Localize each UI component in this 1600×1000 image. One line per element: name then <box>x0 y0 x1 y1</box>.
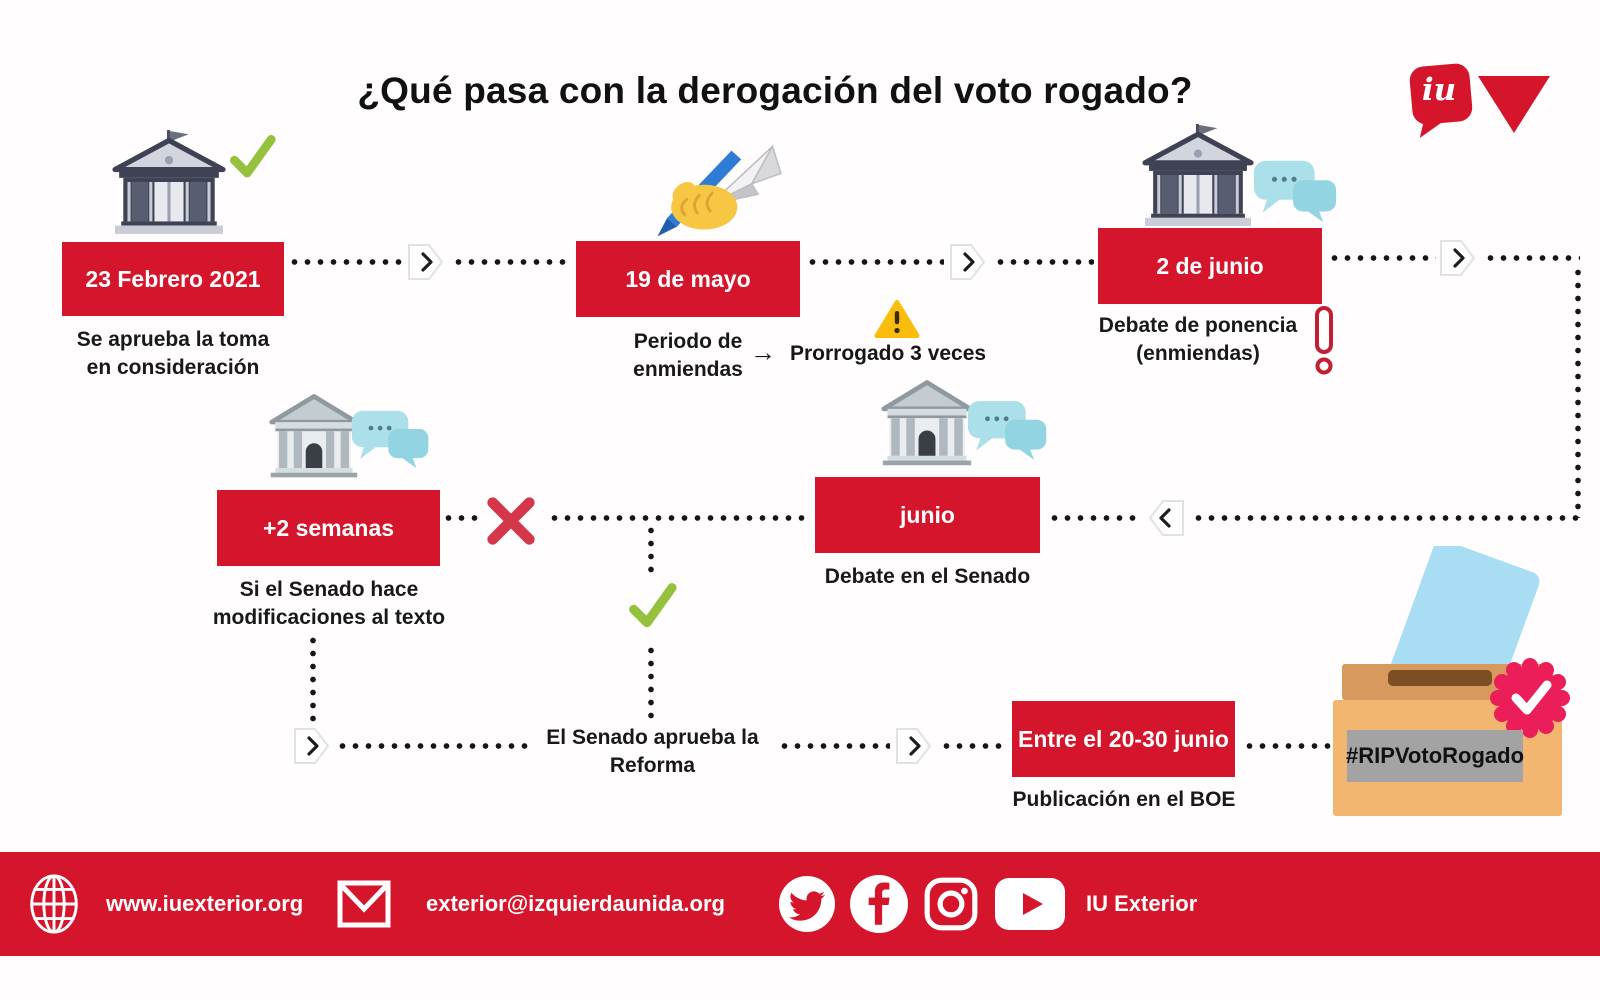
footer-bar: www.iuexterior.org exterior@izquierdauni… <box>0 852 1600 956</box>
website-link[interactable]: www.iuexterior.org <box>106 891 304 916</box>
arrow-right-marker <box>294 728 330 764</box>
youtube-icon[interactable] <box>994 877 1066 931</box>
ballot-hashtag-plate: #RIPVotoRogado <box>1346 730 1524 782</box>
parliament-building-icon <box>1142 124 1254 226</box>
social-account-label: IU Exterior <box>1086 891 1198 916</box>
dotted-connector <box>647 524 655 576</box>
caption-node6: Publicación en el BOE <box>1012 788 1236 811</box>
date-box-2-junio: 2 de junio <box>1098 228 1322 304</box>
arrow-right-marker <box>408 244 444 280</box>
email-icon <box>337 880 391 928</box>
check-icon <box>230 135 276 178</box>
caption-node4: Debate en el Senado <box>824 565 1031 588</box>
dotted-connector <box>1048 514 1142 522</box>
dotted-connector <box>1192 514 1578 522</box>
instagram-icon[interactable] <box>922 875 980 933</box>
senate-building-icon <box>881 380 973 466</box>
speech-bubbles-icon <box>967 401 1047 460</box>
arrow-left-marker <box>1148 500 1184 536</box>
email-link[interactable]: exterior@izquierdaunida.org <box>426 891 725 916</box>
note-prorrogado: Prorrogado 3 veces <box>790 342 987 365</box>
parliament-building-icon <box>112 130 226 234</box>
dotted-connector <box>1574 266 1582 518</box>
triangle-logo-icon <box>1478 76 1550 133</box>
dotted-connector <box>1243 742 1331 750</box>
date-box-19-mayo: 19 de mayo <box>576 241 800 317</box>
check-icon <box>629 583 677 628</box>
caption-node2: Periodo de enmiendas <box>633 330 743 382</box>
dotted-connector <box>994 258 1094 266</box>
dotted-connector <box>647 644 655 722</box>
facebook-icon[interactable] <box>850 875 908 933</box>
speech-bubbles-icon <box>1253 160 1337 223</box>
dotted-connector <box>288 258 402 266</box>
twitter-icon[interactable] <box>778 875 836 933</box>
dotted-connector <box>1328 254 1436 262</box>
dotted-connector <box>336 742 534 750</box>
caption-node5: Si el Senado hace modificaciones al text… <box>212 578 446 630</box>
date-box-20-30-junio: Entre el 20-30 junio <box>1012 701 1235 777</box>
senate-building-icon <box>269 394 359 478</box>
date-box-2-semanas: +2 semanas <box>217 490 440 566</box>
arrow-right-marker <box>950 244 986 280</box>
dotted-connector <box>806 258 944 266</box>
globe-icon <box>30 874 78 934</box>
caption-node3: Debate de ponencia (enmiendas) <box>1098 314 1298 366</box>
arrow-right-marker <box>1440 240 1476 276</box>
date-box-23-febrero: 23 Febrero 2021 <box>62 242 284 316</box>
writing-hand-icon <box>657 150 742 237</box>
dotted-connector <box>778 742 890 750</box>
dotted-connector <box>548 514 808 522</box>
iu-logo <box>1409 63 1473 138</box>
approval-label: El Senado aprueba la Reforma <box>546 726 759 778</box>
exclamation-icon <box>1315 306 1333 375</box>
caption-node1: Se aprueba la toma en consideración <box>76 328 270 380</box>
dotted-connector <box>452 258 570 266</box>
arrow-right-marker <box>896 728 932 764</box>
dotted-connector <box>940 742 1006 750</box>
dotted-connector <box>309 634 317 722</box>
date-box-junio: junio <box>815 477 1040 553</box>
page-title: ¿Qué pasa con la derogación del voto rog… <box>357 70 1193 111</box>
iu-logo-text: iu <box>1421 72 1457 108</box>
warning-icon <box>874 299 920 339</box>
dotted-connector <box>1484 254 1580 262</box>
speech-bubbles-icon <box>351 410 429 469</box>
verified-badge-icon <box>1490 658 1570 738</box>
dotted-connector <box>442 514 482 522</box>
cross-icon <box>487 497 535 545</box>
note-arrow: → <box>750 337 776 367</box>
